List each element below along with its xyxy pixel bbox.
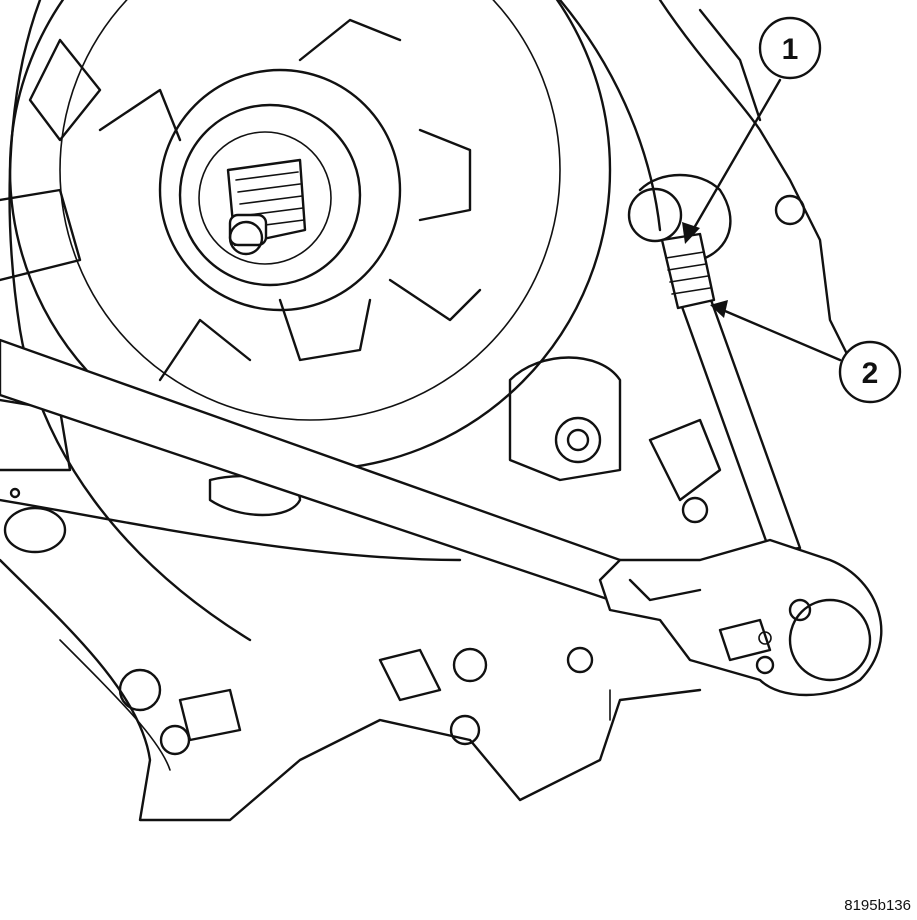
callout-1: 1	[682, 16, 822, 244]
extension-bar	[0, 338, 642, 612]
callout-circle	[758, 16, 822, 80]
callout-number-1: 1	[782, 33, 799, 66]
ratchet-wrench	[598, 232, 883, 697]
callout-2: 2	[710, 300, 902, 404]
figure-id-label: 8195b136	[844, 897, 911, 914]
callout-number-2: 2	[862, 357, 879, 390]
transaxle-housing	[0, 0, 862, 822]
input-shaft	[158, 68, 402, 312]
callout-circle	[838, 340, 902, 404]
